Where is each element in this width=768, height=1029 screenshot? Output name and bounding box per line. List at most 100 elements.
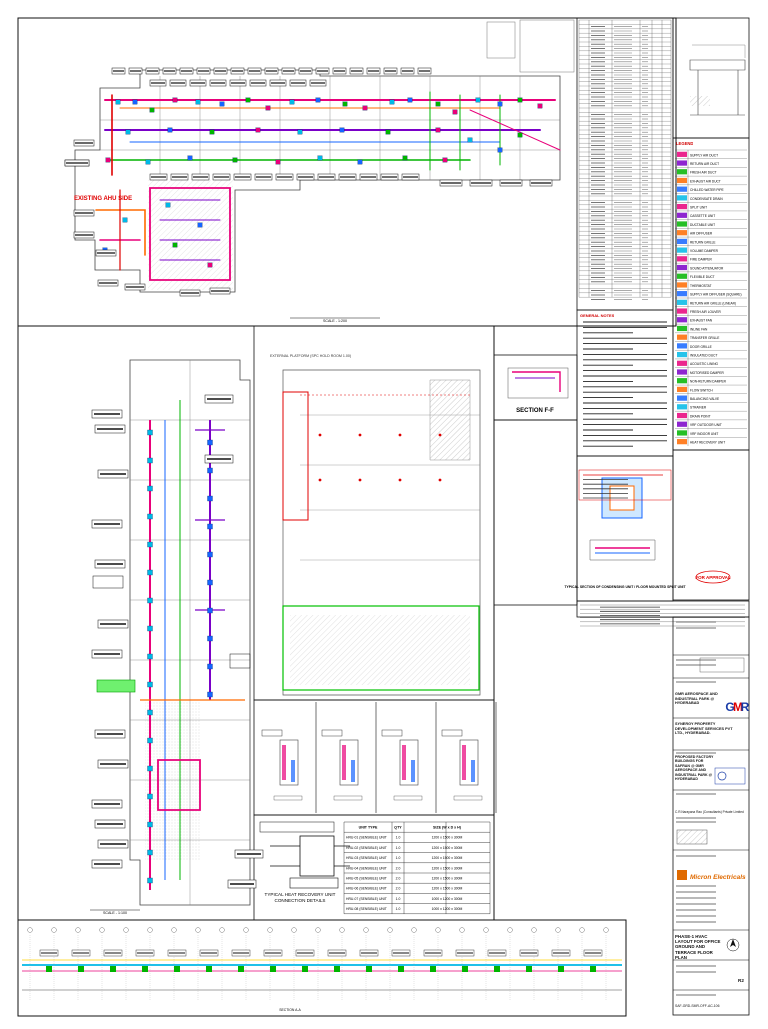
diffuser-marker: [207, 495, 213, 502]
diffuser-marker: [207, 663, 213, 670]
sensor-point: [318, 478, 322, 482]
title-block-frame: [672, 616, 750, 1016]
diffuser-marker: [147, 569, 153, 576]
diffuser-marker: [517, 132, 523, 138]
hru-caption-line1: TYPICAL HEAT RECOVERY UNIT: [265, 892, 336, 897]
svg-text:M: M: [733, 700, 743, 714]
legend-swatch: [677, 351, 687, 358]
legend-swatch: [677, 151, 687, 157]
legend-swatch: [677, 439, 687, 445]
detail-caption-box: [453, 795, 483, 801]
legend-swatch: [677, 282, 687, 288]
diffuser-marker: [289, 99, 295, 105]
developer-name: SYNERGY PROPERTY DEVELOPMENT SERVICES PV…: [675, 722, 733, 736]
legend-swatch: [677, 334, 687, 340]
hru-table-header: SIZE (W x D x H): [433, 826, 462, 830]
legend-item-label: DUCTABLE UNIT: [690, 223, 715, 227]
legend-item-label: VOLUME DAMPER: [690, 249, 719, 253]
micron-logo-mark: [677, 870, 687, 880]
diffuser-marker: [147, 541, 153, 548]
detail-section-pipe: [471, 760, 475, 782]
section-diffuser: [46, 966, 52, 972]
legend-item-label: HEAT RECOVERY UNIT: [690, 441, 725, 445]
sheet-marker: R2: [738, 978, 744, 983]
legend-swatch: [677, 160, 687, 166]
hru-table-cell: 1.0: [396, 856, 401, 860]
legend-item-label: SOUND ATTENUATOR: [690, 266, 724, 270]
grid-bubble: [171, 927, 177, 933]
section-diffuser: [558, 966, 564, 972]
legend-item-label: FRESH AIR LOUVER: [690, 310, 722, 314]
hru-table-cell: HRU-01 (SENSIBLE) UNIT: [346, 836, 387, 840]
legend-item-label: FIRE DAMPER: [690, 258, 712, 262]
legend-swatch: [677, 264, 687, 271]
diffuser-marker: [147, 485, 153, 492]
diffuser-marker: [167, 127, 173, 133]
legend-swatch: [677, 412, 687, 419]
legend-swatch: [677, 256, 687, 262]
grid-bubble: [339, 927, 345, 933]
split-unit-caption: TYPICAL SECTION OF CONDENSING UNIT / FLO…: [564, 585, 686, 589]
grid-bubble: [147, 927, 153, 933]
diffuser-marker: [255, 127, 261, 133]
diffuser-marker: [147, 653, 153, 660]
diffuser-marker: [147, 737, 153, 744]
grid-bubble: [291, 927, 297, 933]
grid-bubble: [315, 927, 321, 933]
legend-swatch: [677, 186, 687, 192]
legend-item-label: INLINE FAN: [690, 327, 708, 331]
legend-swatch: [677, 386, 687, 393]
legend-item-label: EXHAUST AIR DUCT: [690, 179, 721, 183]
diffuser-marker: [435, 101, 441, 107]
project-name: PROPOSED FACTORY BUILDINGS FOR SAFRAN @ …: [675, 755, 714, 782]
detail-section-body: [339, 739, 359, 786]
grid-bubble: [99, 927, 105, 933]
section-diffuser: [238, 966, 244, 972]
legend-item-label: EXHAUST FAN: [690, 319, 713, 323]
approval-stamp: [695, 570, 731, 584]
legend-item-label: VRF OUTDOOR UNIT: [690, 423, 722, 427]
contractor-name: Micron Electricals: [690, 874, 746, 881]
scale-bar-box: [699, 657, 745, 673]
detail-section-body: [399, 739, 419, 786]
legend-swatch: [677, 360, 687, 366]
diffuser-marker: [442, 157, 448, 163]
detail-tag: [321, 729, 343, 737]
legend-item-label: CONDENSATE DRAIN: [690, 197, 723, 201]
equipment-schedule-table: [578, 19, 672, 300]
diffuser-marker: [147, 457, 153, 464]
legend-swatch: [677, 230, 687, 236]
svg-text:G: G: [725, 700, 734, 714]
diffuser-marker: [207, 467, 213, 474]
hru-table-cell: 1200 x 1500 x 300M: [432, 856, 463, 860]
grid-bubble: [243, 927, 249, 933]
section-diffuser: [270, 966, 276, 972]
diffuser-marker: [207, 523, 213, 530]
legend-item-label: CHILLED WATER PIPE: [690, 188, 724, 192]
diffuser-marker: [389, 99, 395, 105]
section-diffuser: [430, 966, 436, 972]
shop-floor-plan: [282, 369, 481, 696]
legend-swatch: [677, 404, 687, 410]
legend-item-label: VRF INDOOR UNIT: [690, 432, 718, 436]
diffuser-marker: [125, 129, 131, 135]
diffuser-marker: [147, 625, 153, 632]
diffuser-marker: [147, 597, 153, 604]
grid-bubble: [363, 927, 369, 933]
legend-swatch: [677, 430, 687, 436]
hru-connection-detail: TYPICAL HEAT RECOVERY UNIT CONNECTION DE…: [259, 821, 350, 903]
key-plan-frame: [672, 17, 750, 139]
diffuser-marker: [232, 157, 238, 163]
general-notes: [583, 321, 667, 447]
hru-table-header: QTY: [394, 826, 402, 830]
diffuser-marker: [317, 155, 323, 161]
sensor-point: [358, 478, 362, 482]
section-diffuser: [302, 966, 308, 972]
hru-table-cell: 1200 x 1500 x 300M: [432, 836, 463, 840]
grid-bubble: [555, 927, 561, 933]
hru-table-cell: HRU-08 (SENSIBLE) UNIT: [346, 907, 387, 911]
consultant-name: C.R.Narayana Rao (Consultants) Private L…: [675, 810, 744, 814]
diffuser-marker: [172, 242, 178, 248]
legend-item-label: TRANSFER GRILLE: [690, 336, 719, 340]
legend-swatch: [677, 203, 687, 210]
